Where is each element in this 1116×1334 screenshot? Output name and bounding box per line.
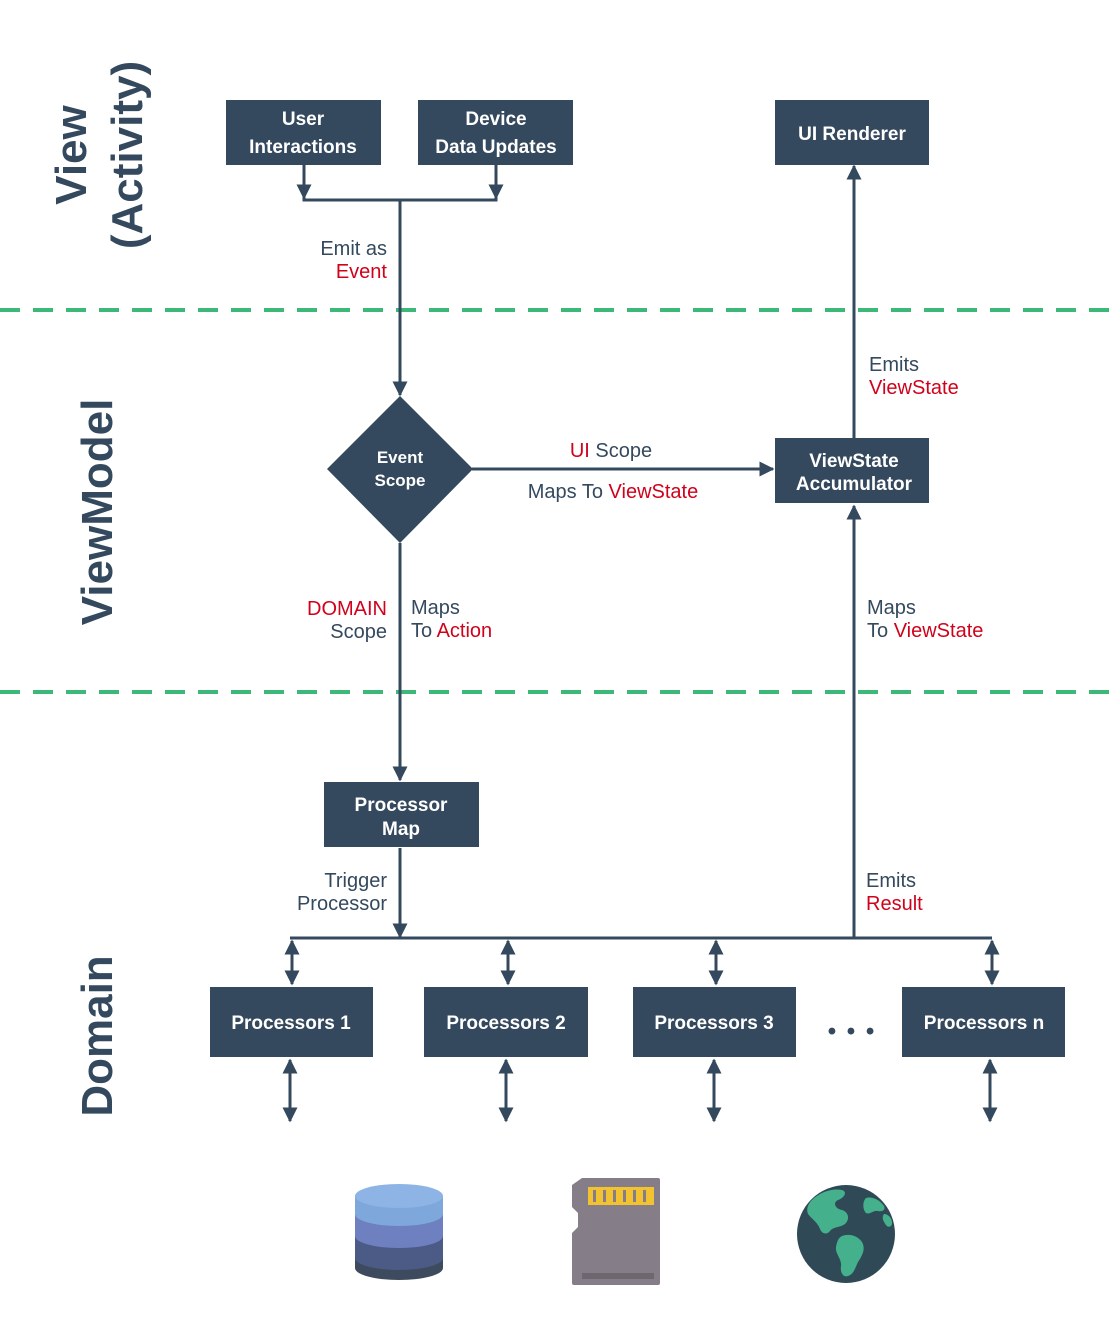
- label-maps-to-viewstate: Maps To ViewState: [528, 481, 698, 503]
- layer-title-domain: Domain: [73, 955, 122, 1116]
- database-icon: [355, 1184, 443, 1280]
- ui-renderer-node: UI Renderer: [775, 100, 929, 165]
- user-interactions-line-2: Interactions: [249, 137, 357, 158]
- viewstate-accumulator-node: ViewState Accumulator: [775, 438, 929, 503]
- label-maps-viewstate: Maps: [867, 597, 916, 619]
- processor-map-node: Processor Map: [324, 782, 479, 847]
- processor-2-node: Processors 2: [424, 987, 588, 1057]
- merge-connector: [302, 165, 498, 202]
- label-viewstate-top: ViewState: [869, 377, 959, 399]
- processor-2-label: Processors 2: [446, 1013, 565, 1034]
- layer-title-view: View: [47, 104, 96, 204]
- accumulator-line-1: ViewState: [809, 451, 898, 472]
- label-emit-as: Emit as: [320, 238, 387, 260]
- globe-icon: [797, 1185, 895, 1283]
- label-domain: DOMAIN: [307, 598, 387, 620]
- sd-card-icon: [572, 1178, 660, 1285]
- processor-1-node: Processors 1: [210, 987, 373, 1057]
- user-interactions-node: User Interactions: [226, 100, 381, 165]
- event-scope-node: Event Scope: [327, 396, 473, 543]
- label-trigger: Trigger: [324, 870, 387, 892]
- processor-map-line-2: Map: [382, 819, 420, 840]
- label-emits-top: Emits: [869, 354, 919, 376]
- processor-3-label: Processors 3: [654, 1013, 773, 1034]
- label-event: Event: [336, 261, 388, 283]
- label-domain-scope: Scope: [330, 621, 387, 643]
- processor-map-line-1: Processor: [355, 795, 449, 816]
- label-to-action: To Action: [411, 620, 492, 642]
- label-to-viewstate: To ViewState: [867, 620, 983, 642]
- event-scope-line-2: Scope: [374, 471, 425, 490]
- event-scope-line-1: Event: [377, 448, 424, 467]
- user-interactions-line-1: User: [282, 109, 325, 130]
- device-data-updates-node: Device Data Updates: [418, 100, 573, 165]
- accumulator-line-2: Accumulator: [796, 474, 913, 495]
- device-updates-line-2: Data Updates: [435, 137, 556, 158]
- layer-title-viewmodel: ViewModel: [73, 399, 122, 626]
- ui-renderer-label: UI Renderer: [798, 124, 906, 145]
- label-processor: Processor: [297, 893, 387, 915]
- label-maps-action: Maps: [411, 597, 460, 619]
- processors-ellipsis: • • •: [828, 1018, 877, 1045]
- label-emits-bottom: Emits: [866, 870, 916, 892]
- device-updates-line-1: Device: [465, 109, 526, 130]
- label-ui-scope: UI Scope: [570, 440, 652, 462]
- label-result: Result: [866, 893, 923, 915]
- processor-n-node: Processors n: [902, 987, 1065, 1057]
- layer-title-activity: (Activity): [103, 61, 152, 249]
- processor-3-node: Processors 3: [633, 987, 796, 1057]
- processor-1-label: Processors 1: [231, 1013, 351, 1034]
- processor-n-label: Processors n: [924, 1013, 1044, 1034]
